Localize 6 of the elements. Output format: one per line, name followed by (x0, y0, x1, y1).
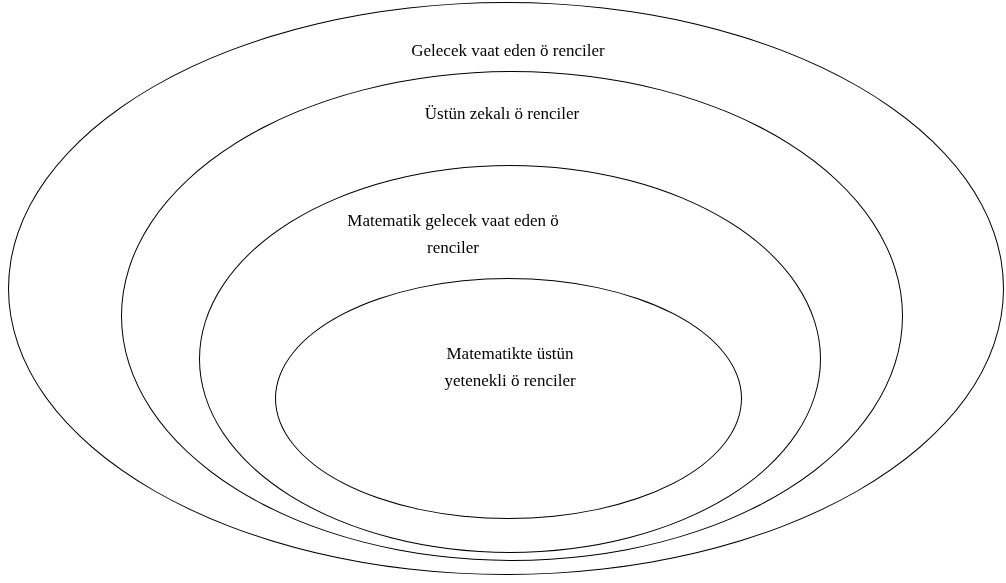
ellipse (275, 278, 742, 519)
ellipse-label: Gelecek vaat eden ö renciler (410, 40, 606, 62)
ellipse-label: Üstün zekalı ö renciler (423, 103, 581, 125)
ellipse (8, 2, 1004, 575)
ellipse-label: Matematikte üstün yetenekli ö renciler (443, 343, 577, 392)
ellipse-label: Matematik gelecek vaat eden ö renciler (346, 210, 560, 259)
